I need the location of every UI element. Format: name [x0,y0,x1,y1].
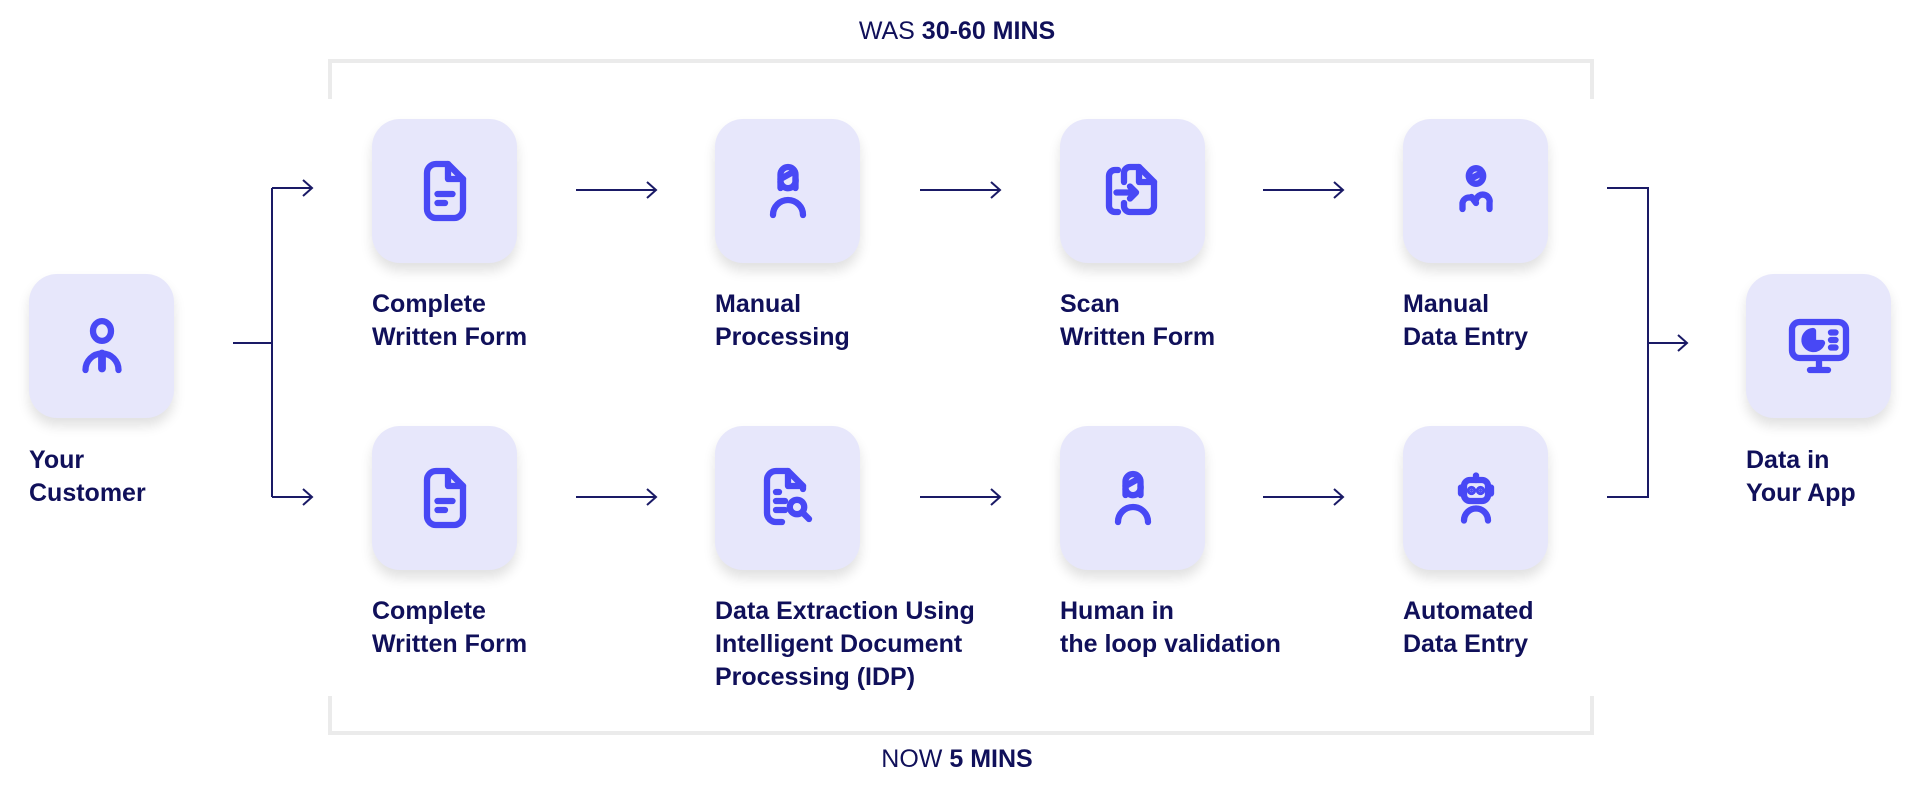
label-line: Processing (IDP) [715,663,916,691]
label-line: Written Form [372,323,528,351]
split-arrowheads [302,179,314,506]
person-icon [769,163,806,219]
document-icon [423,160,466,222]
label-line: Data Entry [1403,630,1529,658]
app-node [1746,274,1891,418]
arrow-old-2 [920,181,1002,199]
label-line: the loop validation [1060,630,1281,658]
label-line: Human in [1060,597,1174,625]
scan-document-icon [1105,163,1157,216]
label-line: Written Form [1060,323,1216,351]
merge-connector [1607,187,1689,498]
arrow-new-3 [1263,488,1345,506]
header-value: 5 MINS [949,745,1033,773]
robot-icon [1457,472,1494,524]
header-value: 30-60 MINS [921,17,1056,45]
new-process-bracket [328,696,1594,735]
split-connector [233,187,312,498]
label-line: Complete [372,290,486,318]
new-step-1 [372,426,517,570]
label-line: Data in [1746,446,1830,474]
customer-node [29,274,174,418]
label-line: Data Extraction Using [715,597,975,625]
label-line: Scan [1060,290,1120,318]
label-line: Data Entry [1403,323,1529,351]
new-step-2 [715,426,860,570]
old-step-4 [1403,119,1548,263]
old-step-2 [715,119,860,263]
header-prefix: NOW [881,745,943,773]
label-line: Customer [29,479,146,507]
old-process-bracket [328,59,1594,99]
label-line: Your [29,446,85,474]
label-line: Automated [1403,597,1534,625]
label-line: Intelligent Document [715,630,963,658]
label-line: Processing [715,323,850,351]
label-line: Written Form [372,630,528,658]
new-step-3 [1060,426,1205,570]
monitor-chart-icon [1788,318,1849,374]
label-line: Complete [372,597,486,625]
person-icon [1114,470,1151,526]
document-search-icon [763,467,812,526]
new-step-3-label: Human in the loop validation [1060,595,1281,661]
document-icon [423,467,466,529]
customer-icon [81,317,122,374]
arrow-old-1 [576,181,658,199]
new-step-4 [1403,426,1548,570]
arrow-new-1 [576,488,658,506]
old-step-1 [372,119,517,263]
header-prefix: WAS [858,17,915,45]
label-line: Your App [1746,479,1856,507]
old-duration-header: WAS 30-60 MINS [757,17,1157,46]
label-line: Manual [1403,290,1490,318]
label-line: Manual [715,290,802,318]
person-typing-icon [1458,165,1493,213]
arrow-old-3 [1263,181,1345,199]
app-label: Data in Your App [1746,444,1856,510]
arrow-new-2 [920,488,1002,506]
new-duration-header: NOW 5 MINS [757,745,1157,774]
old-step-3 [1060,119,1205,263]
